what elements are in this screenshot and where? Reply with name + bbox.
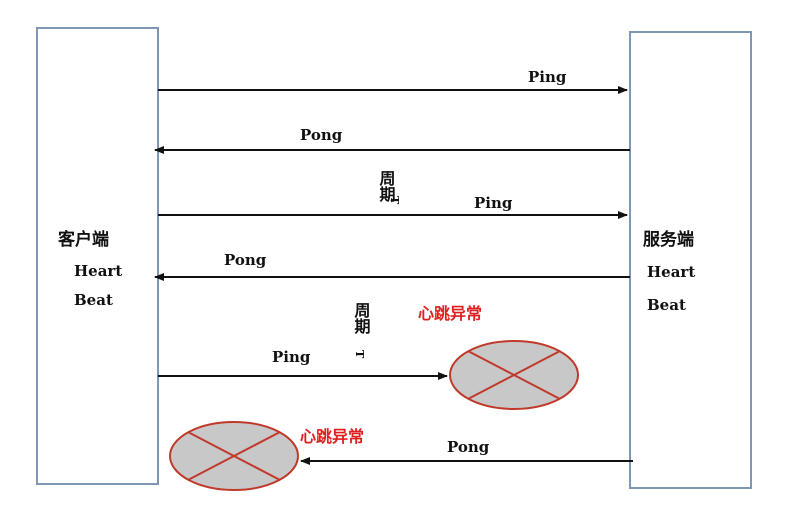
client-beat-label: Beat (74, 291, 113, 309)
pong-label-3: Pong (447, 438, 490, 456)
period-chars-1: 周期 (377, 170, 396, 203)
pong-label-1: Pong (300, 126, 343, 144)
failure-cross-icon (449, 340, 579, 410)
period-label-2: 周期 T (352, 302, 371, 359)
server-heart-label: Heart (647, 263, 695, 281)
ping-label-2: Ping (474, 194, 513, 212)
heartbeat-warning-server: 心跳异常 (418, 304, 482, 323)
server-beat-label: Beat (647, 296, 686, 314)
period-t-1: T (388, 196, 401, 205)
server-box: 服务端 Heart Beat (629, 31, 752, 489)
server-title: 服务端 (643, 229, 694, 250)
period-label-1: 周期 T (377, 170, 402, 205)
client-heart-label: Heart (74, 262, 122, 280)
pong-label-2: Pong (224, 251, 267, 269)
client-title: 客户端 (57, 229, 109, 250)
ping-label-3: Ping (272, 348, 311, 366)
failure-cross-icon (169, 421, 299, 491)
period-t-2: T (353, 350, 366, 359)
ping-label-1: Ping (528, 68, 567, 86)
heartbeat-warning-client: 心跳异常 (300, 427, 364, 446)
period-chars-2: 周期 (352, 302, 371, 335)
client-box: 客户端 Heart Beat (36, 27, 159, 485)
